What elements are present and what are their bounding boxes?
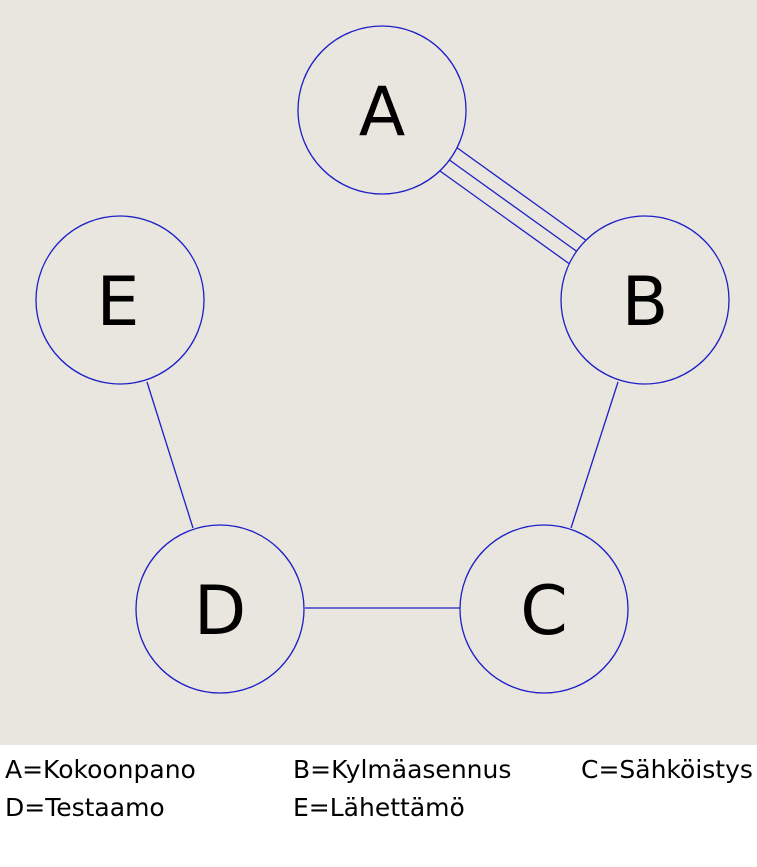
node-e-circle [35,215,205,385]
legend-item-c: C=Sähköistys [581,755,753,784]
node-d: D [135,524,305,694]
node-b-circle [560,215,730,385]
node-a-label: A [359,73,406,152]
legend-item-d: D=Testaamo [5,793,165,822]
diagram-canvas: A B C D E [0,0,757,745]
node-c-label: C [520,572,567,651]
edge-a-b-line-3 [439,170,572,266]
legend: A=Kokoonpano B=Kylmäasennus C=Sähköistys… [0,745,757,867]
node-e-label: E [97,263,140,342]
legend-item-a: A=Kokoonpano [5,755,196,784]
node-b: B [560,215,730,385]
node-b-label: B [622,263,669,342]
node-c: C [459,524,629,694]
edge-b-c [570,381,619,529]
node-e: E [35,215,205,385]
edge-d-e [146,381,194,529]
edge-a-b-line-1 [455,146,588,242]
diagram-svg: A B C D E [35,25,730,694]
node-d-label: D [194,572,246,651]
node-a: A [297,25,467,195]
legend-item-e: E=Lähettämö [293,793,465,822]
edge-a-b-line-2 [447,158,580,254]
node-a-circle [297,25,467,195]
edge-a-b [439,146,588,266]
node-d-circle [135,524,305,694]
legend-item-b: B=Kylmäasennus [293,755,512,784]
node-c-circle [459,524,629,694]
